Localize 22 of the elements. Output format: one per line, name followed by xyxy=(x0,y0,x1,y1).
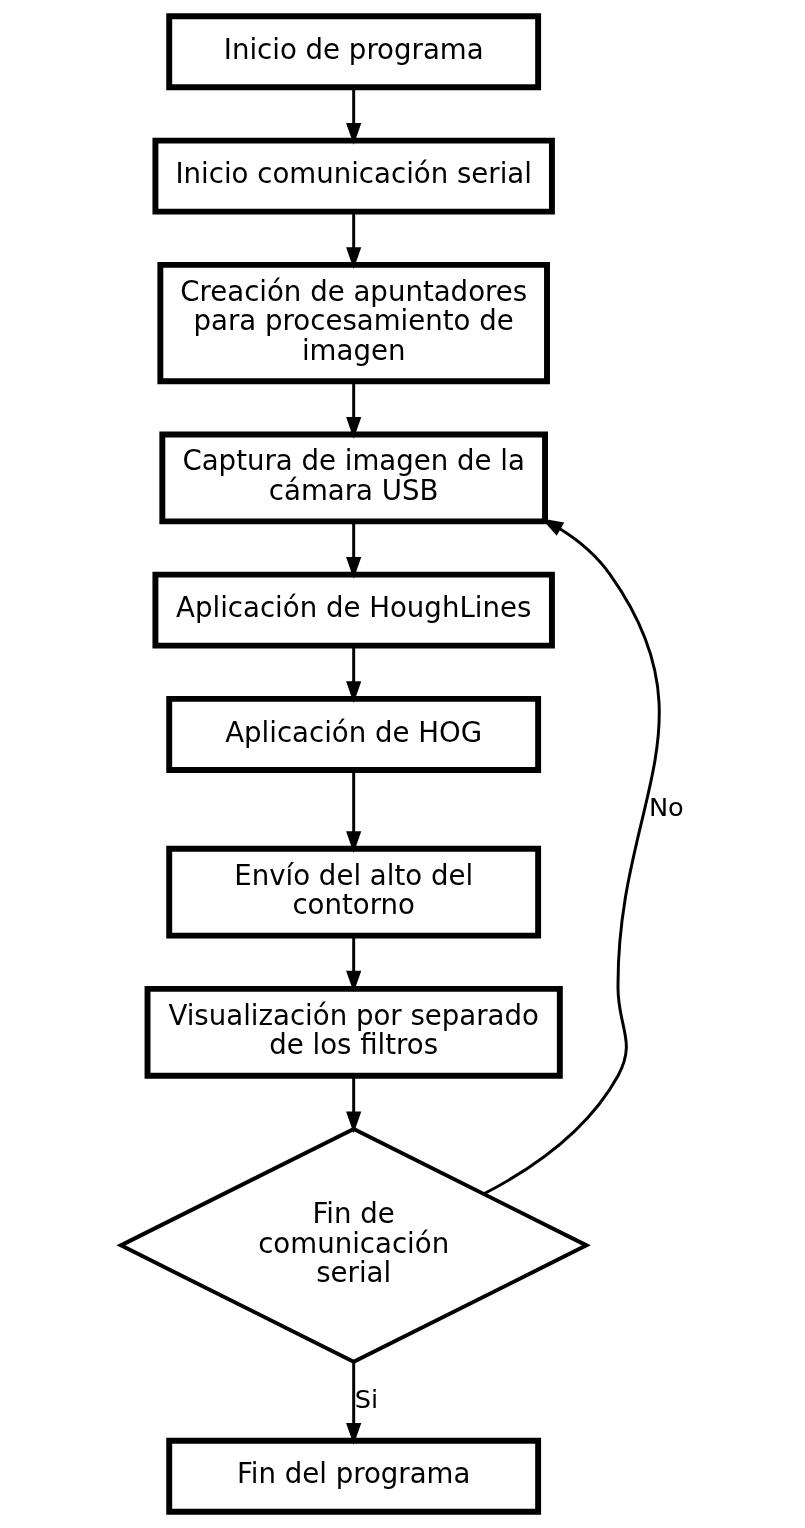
arrow xyxy=(482,518,660,1196)
arrow xyxy=(345,521,361,579)
arrow xyxy=(345,770,361,853)
arrow xyxy=(345,1362,361,1445)
edge-label: No xyxy=(648,792,684,823)
node-box: Creación de apuntadores para procesamiento de imagen xyxy=(156,261,550,385)
edge-label: Si xyxy=(354,1383,378,1414)
arrow xyxy=(345,382,361,439)
node-box: Inicio comunicación serial xyxy=(151,137,555,215)
arrow xyxy=(345,1076,361,1134)
node-diamond: Fin de comunicación serial xyxy=(115,1126,591,1364)
node-box: Captura de imagen de la cámara USB xyxy=(158,431,548,525)
node-box: Aplicación de HOG xyxy=(165,695,541,773)
node-box: Inicio de programa xyxy=(165,13,541,91)
arrow xyxy=(345,211,361,269)
arrow xyxy=(345,935,361,993)
arrow xyxy=(345,87,361,145)
node-box: Fin del programa xyxy=(165,1437,541,1515)
node-box: Visualización por separado de los filtros xyxy=(144,985,563,1079)
node-box: Aplicación de HoughLines xyxy=(151,571,555,649)
node-box: Envío del alto del contorno xyxy=(165,845,541,939)
arrow xyxy=(345,646,361,704)
